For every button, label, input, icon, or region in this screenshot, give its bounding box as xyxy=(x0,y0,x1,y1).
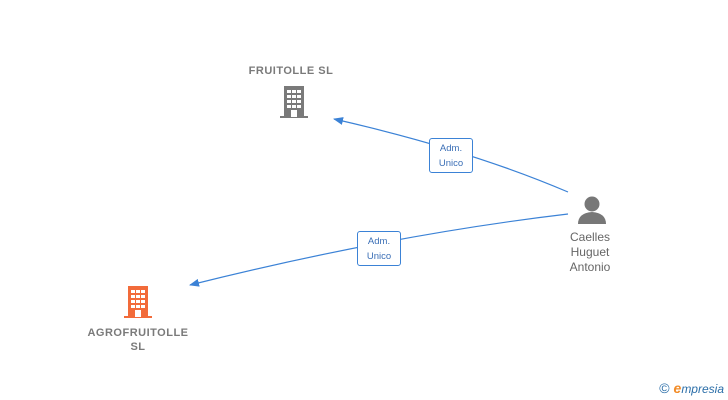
person-name-line1: Caelles xyxy=(569,230,611,244)
building-icon[interactable] xyxy=(280,86,308,118)
edge-label-role[interactable]: Adm. Unico xyxy=(357,231,401,266)
node-label-fruitolle[interactable]: FRUITOLLE SL xyxy=(230,64,352,78)
edge-label-role[interactable]: Adm. Unico xyxy=(429,138,473,173)
brand-name: mpresia xyxy=(681,382,724,396)
person-name-line3: Antonio xyxy=(569,260,611,274)
role-line2: Unico xyxy=(438,158,464,169)
empresia-logo[interactable]: ©empresia xyxy=(659,380,724,396)
role-line1: Adm. xyxy=(439,143,463,154)
role-line1: Adm. xyxy=(367,236,391,247)
copyright-icon: © xyxy=(659,380,670,396)
node-label-person[interactable]: Caelles Huguet Antonio xyxy=(552,230,628,275)
company-name-line2: SL xyxy=(130,341,146,353)
building-icon[interactable] xyxy=(124,286,152,318)
person-name-line2: Huguet xyxy=(570,245,610,259)
brand-initial: e xyxy=(673,380,682,396)
company-name: FRUITOLLE SL xyxy=(248,65,334,77)
company-name-line1: AGROFRUITOLLE xyxy=(87,327,189,339)
node-label-agrofruitolle[interactable]: AGROFRUITOLLE SL xyxy=(66,326,210,354)
role-line2: Unico xyxy=(366,251,392,262)
person-icon[interactable] xyxy=(578,196,606,225)
